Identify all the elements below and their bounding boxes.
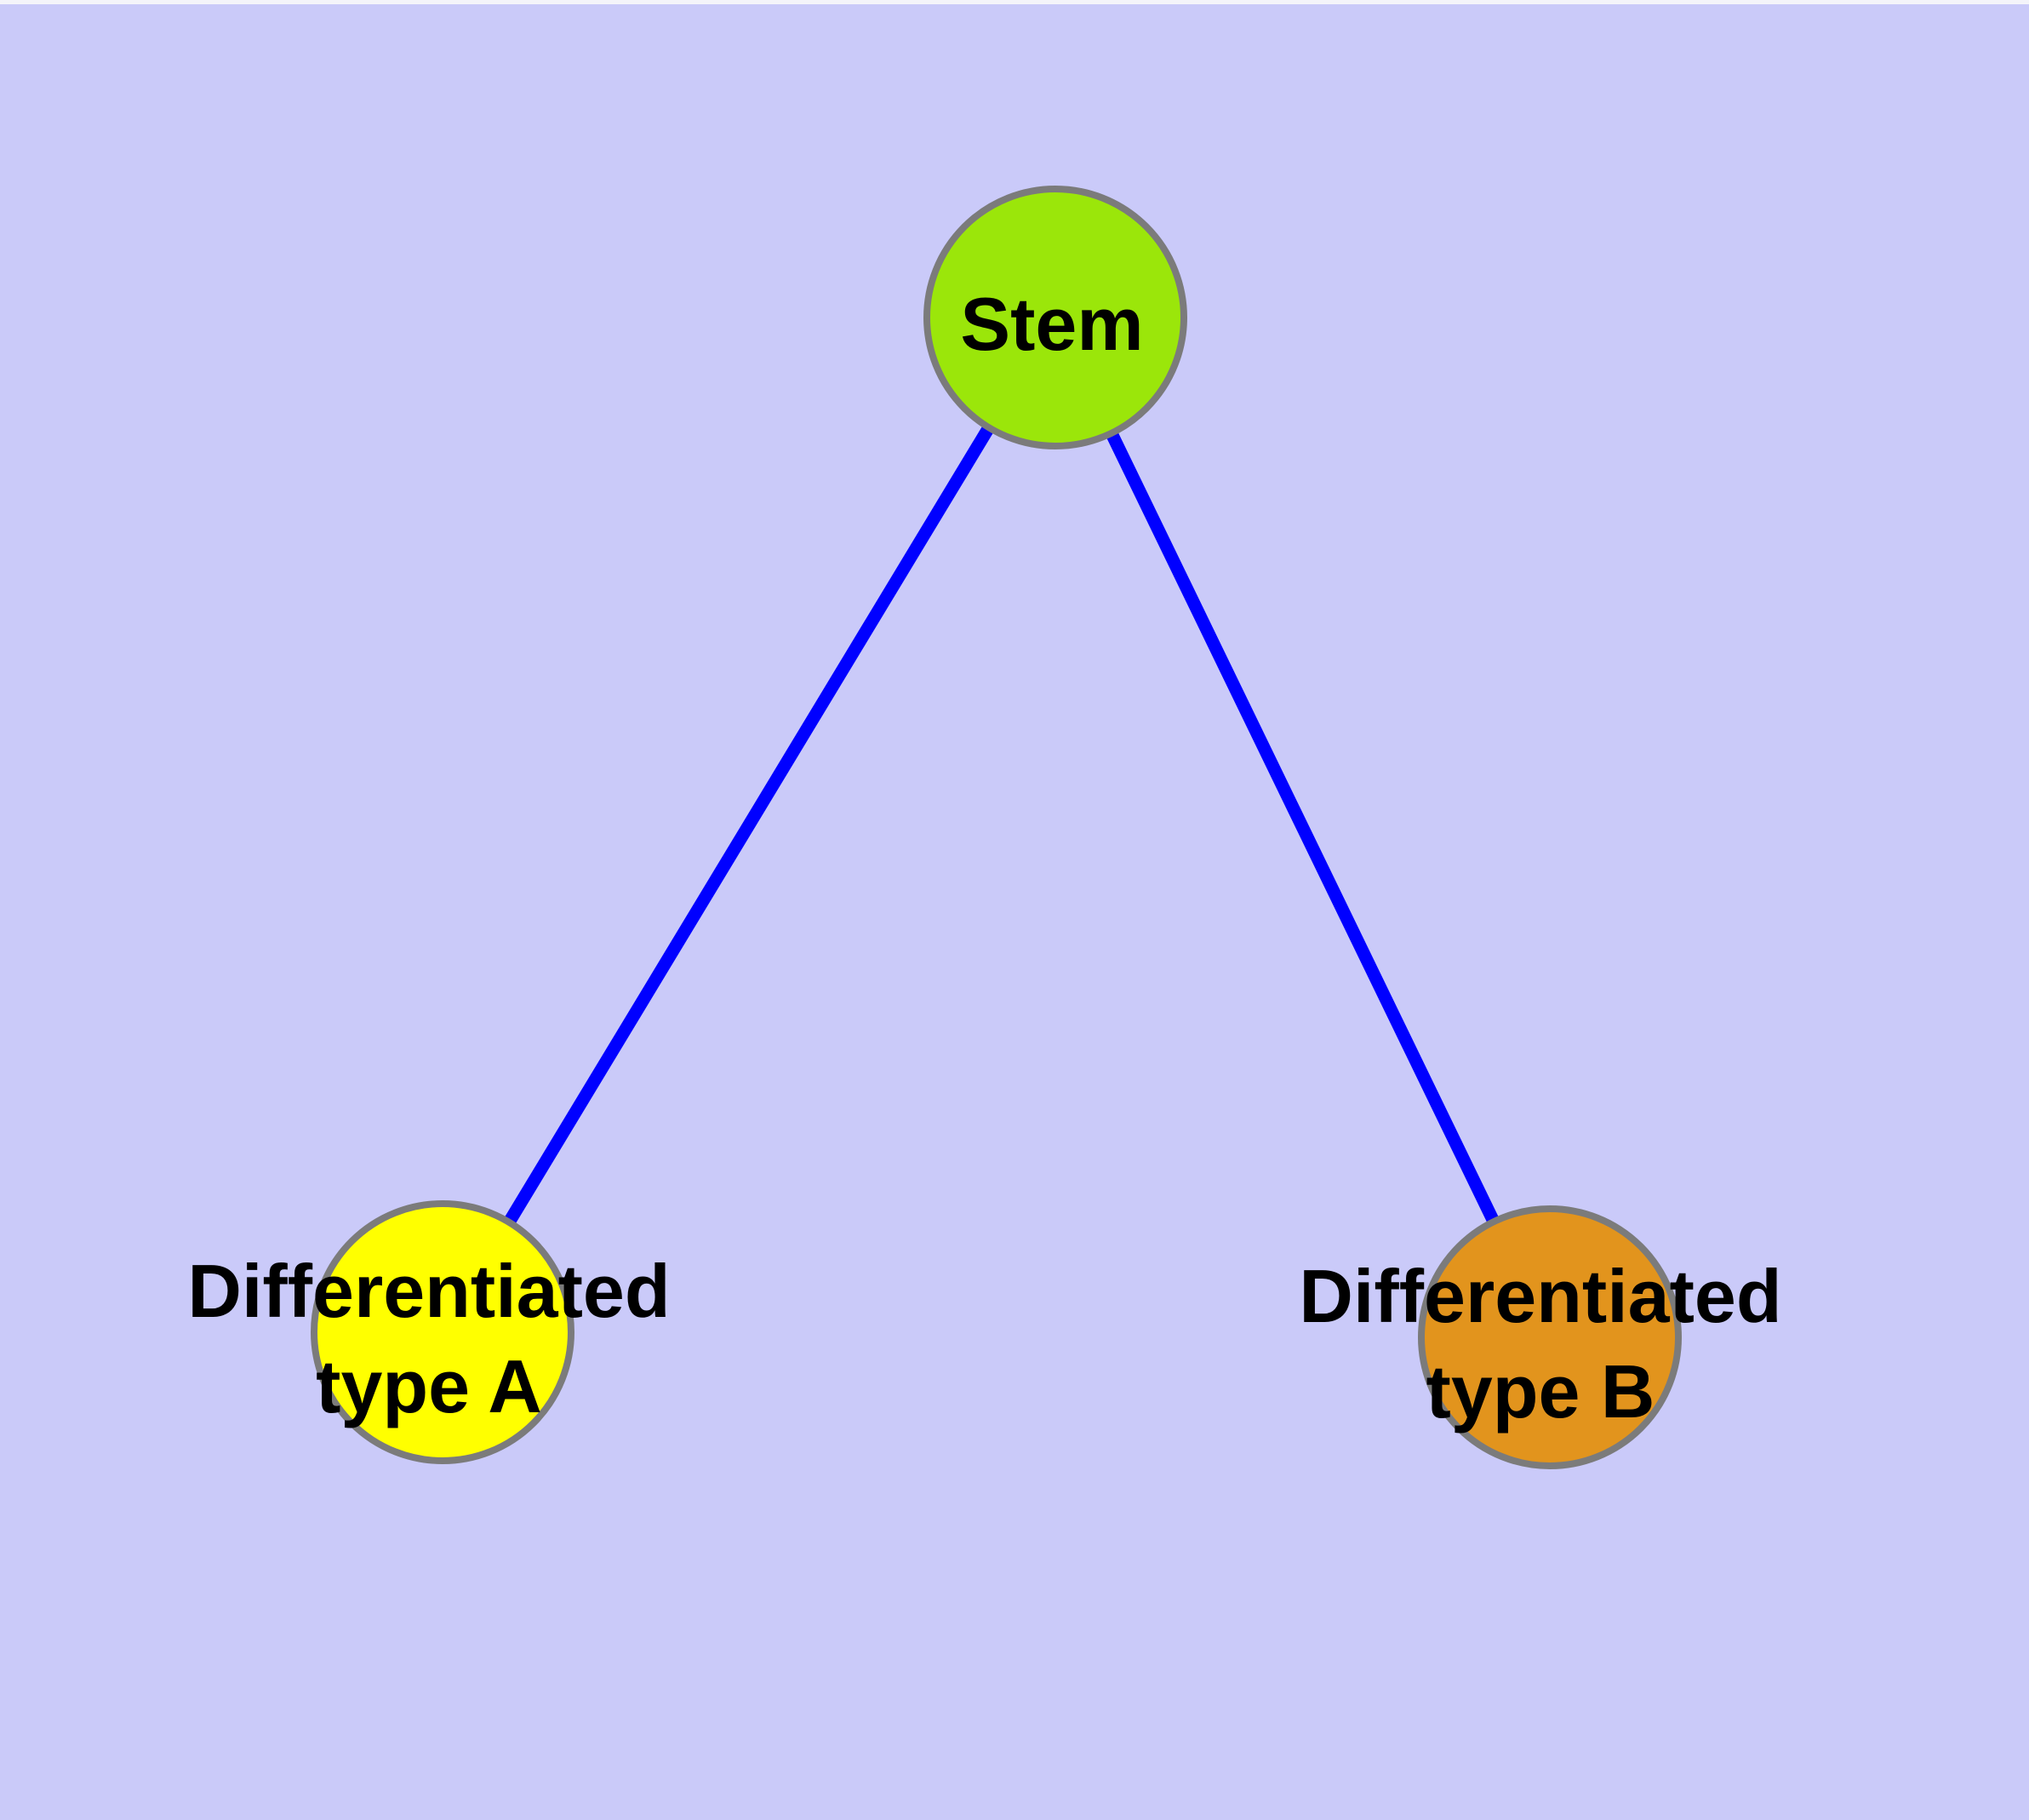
edge-stem-to-differentiated-type-a	[437, 314, 1061, 1336]
node-label-differentiated-type-a-line-2: type A	[316, 1344, 542, 1428]
node-circle-differentiated-type-b	[1418, 1205, 1682, 1469]
edge-stem-to-differentiated-type-b	[1049, 314, 1556, 1341]
node-circle-differentiated-type-a	[311, 1200, 574, 1464]
node-circle-stem	[923, 186, 1187, 449]
edges-layer	[437, 314, 1556, 1341]
node-label-differentiated-type-b-line-2: type B	[1426, 1349, 1655, 1434]
node-label-differentiated-type-a-line-1: Differentiated	[187, 1249, 670, 1333]
node-label-differentiated-type-b-line-1: Differentiated	[1299, 1254, 1781, 1338]
nodes-layer	[311, 186, 1682, 1469]
node-label-stem-line-1: Stem	[960, 282, 1143, 366]
top-edge-strip	[0, 0, 2029, 4]
